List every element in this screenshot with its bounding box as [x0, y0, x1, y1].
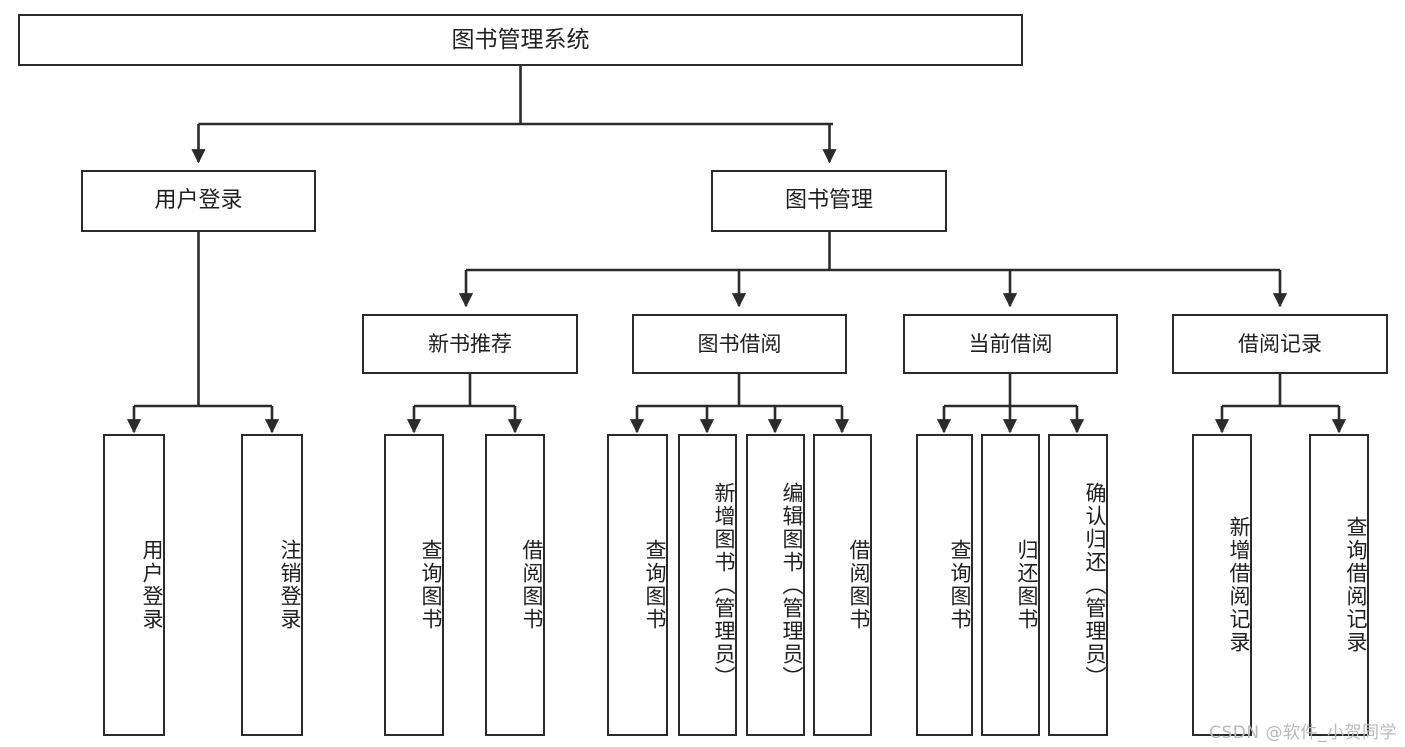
node-borrow-record[interactable]: 借阅记录 — [1172, 314, 1388, 374]
node-user-login[interactable]: 用户登录 — [81, 170, 316, 232]
node-new-book-recommend-label: 新书推荐 — [428, 331, 512, 356]
node-borrow-record-label: 借阅记录 — [1238, 331, 1322, 356]
node-leaf-user-logout-label: 注销登录 — [278, 539, 302, 631]
node-leaf-user-login-label: 用户登录 — [140, 539, 164, 631]
node-root-label: 图书管理系统 — [451, 26, 590, 53]
node-new-book-recommend[interactable]: 新书推荐 — [362, 314, 578, 374]
node-leaf-query-book-2-label: 查询图书 — [643, 539, 667, 631]
node-leaf-query-book-1-label: 查询图书 — [419, 539, 443, 631]
node-leaf-borrow-book-1[interactable]: 借阅图书 — [485, 434, 545, 736]
node-leaf-query-book-2[interactable]: 查询图书 — [607, 434, 668, 736]
node-leaf-query-book-3-label: 查询图书 — [948, 539, 972, 631]
node-root[interactable]: 图书管理系统 — [18, 14, 1023, 66]
node-leaf-edit-book-label: 编辑图书（管理员） — [780, 481, 804, 689]
node-leaf-user-login[interactable]: 用户登录 — [103, 434, 165, 736]
node-leaf-add-book[interactable]: 新增图书（管理员） — [678, 434, 737, 736]
node-leaf-return-book-label: 归还图书 — [1015, 539, 1039, 631]
node-leaf-add-book-label: 新增图书（管理员） — [712, 481, 736, 689]
node-leaf-query-book-1[interactable]: 查询图书 — [384, 434, 444, 736]
node-leaf-borrow-book-2-label: 借阅图书 — [847, 539, 871, 631]
node-leaf-borrow-book-1-label: 借阅图书 — [520, 539, 544, 631]
node-current-borrow[interactable]: 当前借阅 — [903, 314, 1118, 374]
node-leaf-return-book[interactable]: 归还图书 — [981, 434, 1040, 736]
node-user-login-label: 用户登录 — [154, 188, 243, 214]
node-leaf-query-record[interactable]: 查询借阅记录 — [1309, 434, 1369, 736]
node-leaf-query-book-3[interactable]: 查询图书 — [916, 434, 973, 736]
node-book-manage[interactable]: 图书管理 — [711, 170, 947, 232]
node-leaf-add-record[interactable]: 新增借阅记录 — [1192, 434, 1252, 736]
node-leaf-add-record-label: 新增借阅记录 — [1227, 516, 1251, 654]
node-leaf-query-record-label: 查询借阅记录 — [1344, 516, 1368, 654]
node-leaf-edit-book[interactable]: 编辑图书（管理员） — [746, 434, 805, 736]
node-leaf-user-logout[interactable]: 注销登录 — [241, 434, 303, 736]
node-leaf-confirm-return[interactable]: 确认归还（管理员） — [1048, 434, 1108, 736]
csdn-watermark: CSDN @软件_小贺同学 — [1209, 723, 1397, 743]
node-leaf-borrow-book-2[interactable]: 借阅图书 — [813, 434, 872, 736]
node-current-borrow-label: 当前借阅 — [968, 331, 1053, 356]
node-book-borrow[interactable]: 图书借阅 — [632, 314, 847, 374]
node-leaf-confirm-return-label: 确认归还（管理员） — [1083, 481, 1107, 689]
node-book-manage-label: 图书管理 — [784, 188, 873, 214]
node-book-borrow-label: 图书借阅 — [697, 331, 782, 356]
